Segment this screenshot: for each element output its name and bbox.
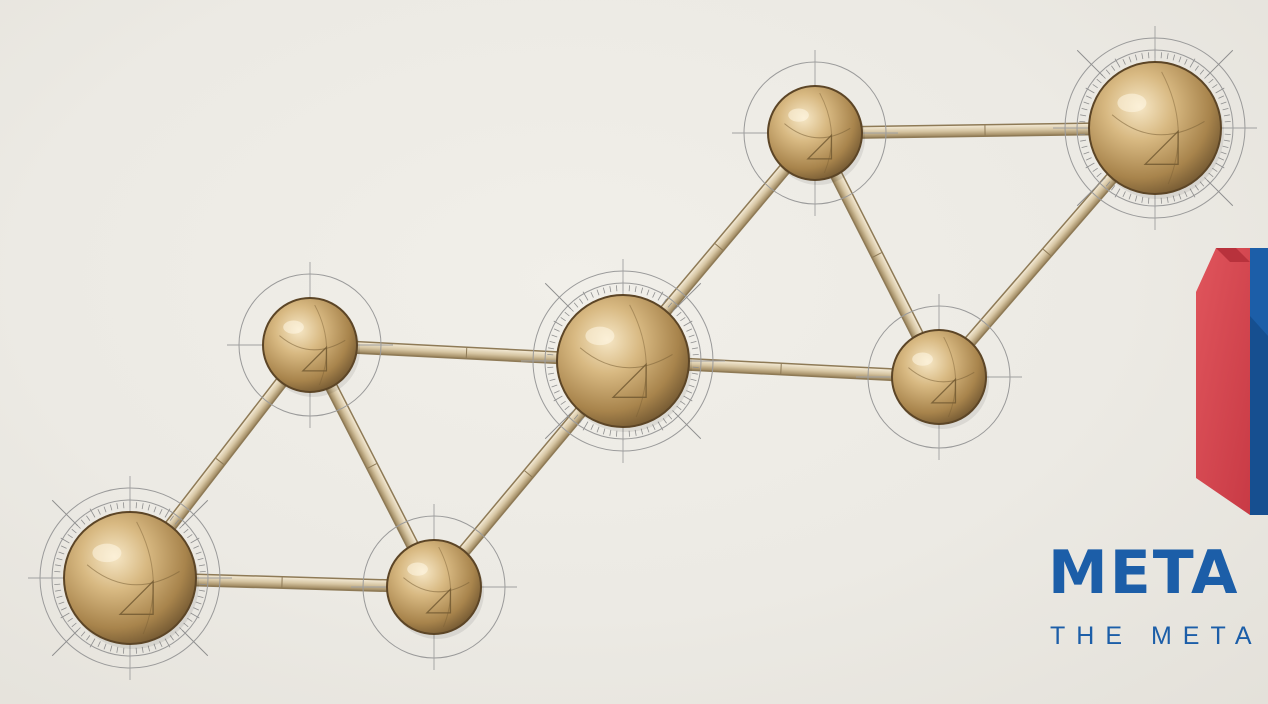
atom-sphere <box>892 330 989 429</box>
logo-tagline: THE META <box>1050 622 1263 651</box>
logo-mark-icon <box>1196 248 1268 515</box>
logo-wordmark: META <box>1048 538 1239 608</box>
atom-sphere <box>64 512 199 649</box>
atom-sphere <box>387 540 484 639</box>
